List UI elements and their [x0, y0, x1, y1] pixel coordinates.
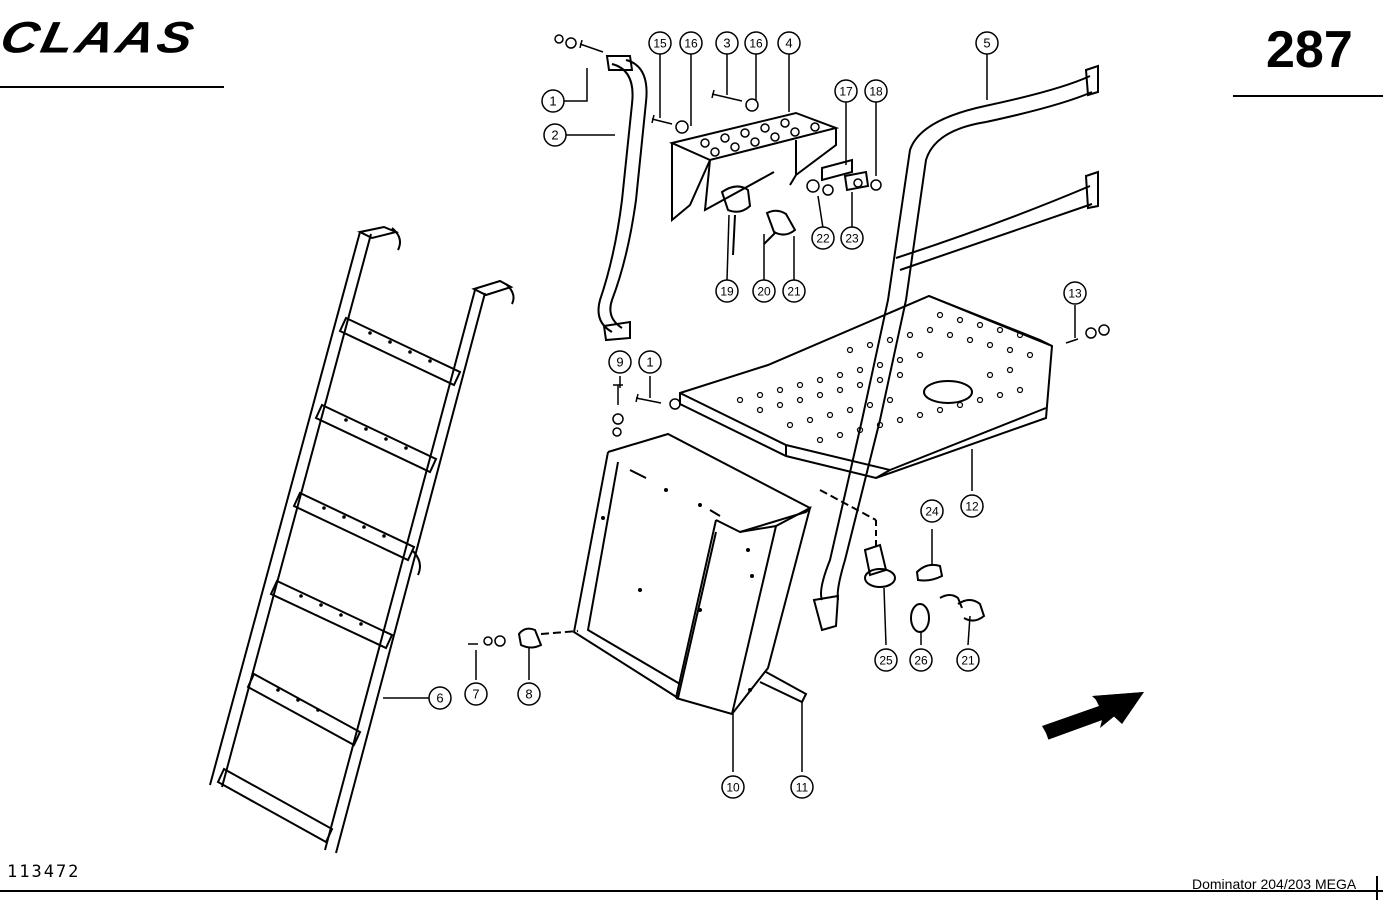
- svg-text:9: 9: [616, 355, 623, 370]
- lamp-parts-lower: [819, 489, 986, 633]
- leader-lines: [383, 54, 1076, 772]
- svg-text:22: 22: [816, 232, 830, 246]
- callout-8: 8: [517, 682, 541, 706]
- callout-19: 19: [715, 279, 739, 303]
- callout-25: 25: [874, 648, 898, 672]
- svg-text:16: 16: [684, 37, 698, 51]
- handrail-right: [812, 64, 1099, 632]
- svg-text:2: 2: [551, 128, 558, 143]
- model-name: Dominator 204/203 MEGA: [1192, 876, 1357, 892]
- container-box: [572, 432, 812, 716]
- drawing-number: 113472: [7, 862, 81, 882]
- svg-text:21: 21: [961, 654, 975, 668]
- svg-text:5: 5: [983, 36, 990, 51]
- callout-21: 21: [956, 648, 980, 672]
- svg-text:1: 1: [549, 94, 556, 109]
- svg-text:18: 18: [869, 85, 883, 99]
- step-bracket: [668, 111, 870, 223]
- callout-16: 16: [679, 31, 703, 55]
- callout-1: 1: [541, 89, 565, 113]
- svg-text:4: 4: [785, 36, 792, 51]
- callout-22: 22: [811, 226, 835, 250]
- callout-11: 11: [790, 775, 814, 799]
- callout-12: 12: [960, 494, 984, 518]
- svg-text:25: 25: [879, 654, 893, 668]
- callout-4: 4: [777, 31, 801, 55]
- arrow-right-icon: [1042, 692, 1144, 740]
- callout-1: 1: [638, 350, 662, 374]
- callout-15: 15: [648, 31, 672, 55]
- fasteners: [468, 34, 1110, 647]
- platform: [679, 294, 1054, 480]
- callout-23: 23: [840, 226, 864, 250]
- callout-20: 20: [752, 279, 776, 303]
- callout-26: 26: [909, 648, 933, 672]
- svg-text:11: 11: [796, 781, 809, 795]
- svg-text:16: 16: [749, 37, 763, 51]
- callout-2: 2: [543, 123, 567, 147]
- svg-text:13: 13: [1068, 287, 1082, 301]
- svg-text:6: 6: [436, 691, 443, 706]
- svg-text:3: 3: [723, 36, 730, 51]
- callout-16: 16: [744, 31, 768, 55]
- callout-7: 7: [464, 682, 488, 706]
- svg-text:17: 17: [839, 85, 853, 99]
- svg-text:12: 12: [965, 500, 979, 514]
- svg-text:8: 8: [525, 687, 532, 702]
- svg-text:10: 10: [726, 781, 740, 795]
- svg-text:7: 7: [472, 687, 479, 702]
- pipe-clamp: [517, 627, 579, 649]
- callout-10: 10: [721, 775, 745, 799]
- svg-text:26: 26: [914, 654, 928, 668]
- svg-text:23: 23: [845, 232, 859, 246]
- svg-text:15: 15: [653, 37, 667, 51]
- callout-18: 18: [864, 79, 888, 103]
- callout-24: 24: [920, 499, 944, 523]
- callout-5: 5: [975, 31, 999, 55]
- svg-text:19: 19: [720, 285, 734, 299]
- svg-text:1: 1: [646, 355, 653, 370]
- callout-6: 6: [428, 686, 452, 710]
- svg-text:24: 24: [925, 505, 939, 519]
- svg-text:20: 20: [757, 285, 771, 299]
- page-number: 287: [1266, 21, 1353, 79]
- svg-text:21: 21: [787, 285, 801, 299]
- ladder: [209, 225, 515, 854]
- lamp-parts-upper: [720, 185, 797, 256]
- callout-3: 3: [715, 31, 739, 55]
- callout-13: 13: [1063, 281, 1087, 305]
- callout-21: 21: [782, 279, 806, 303]
- callout-9: 9: [608, 350, 632, 374]
- callout-17: 17: [834, 79, 858, 103]
- handrail-left: [597, 55, 648, 342]
